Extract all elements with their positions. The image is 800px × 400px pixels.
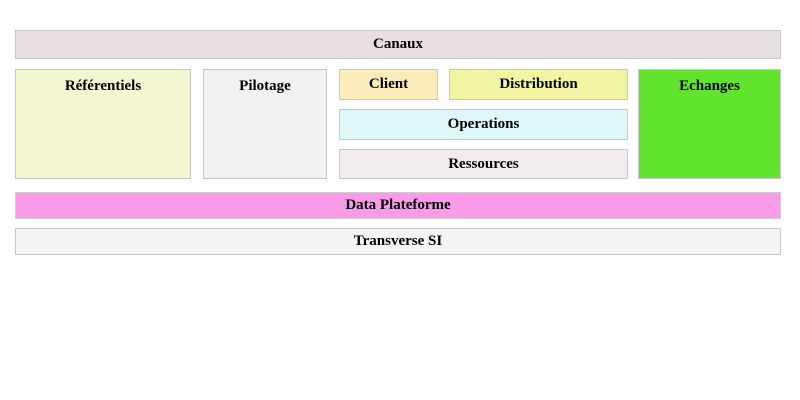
block-operations: Operations: [339, 109, 628, 140]
block-echanges: Echanges: [638, 69, 781, 179]
block-canaux: Canaux: [15, 30, 781, 59]
block-ressources: Ressources: [339, 149, 628, 179]
block-transverse-si: Transverse SI: [15, 228, 781, 255]
block-client: Client: [339, 69, 438, 100]
block-pilotage: Pilotage: [203, 69, 327, 179]
block-distribution: Distribution: [449, 69, 628, 100]
block-referentiels: Référentiels: [15, 69, 191, 179]
block-data-plateforme: Data Plateforme: [15, 192, 781, 219]
